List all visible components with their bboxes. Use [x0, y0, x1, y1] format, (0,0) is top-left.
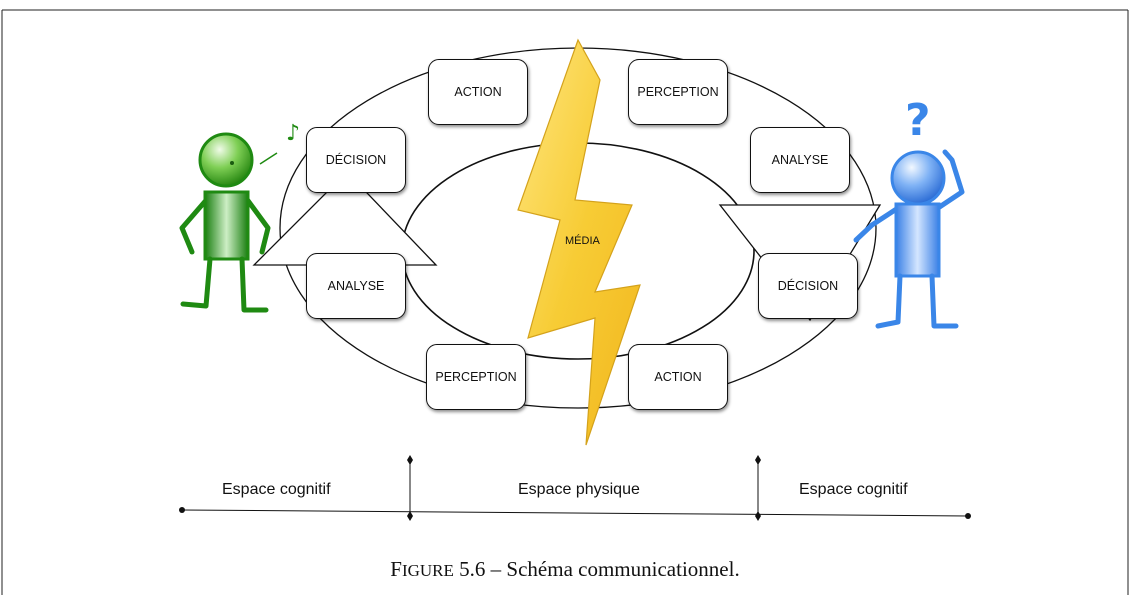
decision-right-label: DÉCISION — [777, 279, 839, 293]
decision-left-label: DÉCISION — [325, 153, 387, 167]
receiver-figure-icon — [853, 149, 965, 329]
perception-top-box: PERCEPTION — [628, 59, 728, 125]
action-bottom-box: ACTION — [628, 344, 728, 410]
analyse-right-box: ANALYSE — [750, 127, 850, 193]
analyse-left-label: ANALYSE — [327, 279, 385, 293]
cognitive-space-left-label: Espace cognitif — [222, 481, 331, 498]
figure-caption: FIGURE 5.6 – Schéma communicationnel. — [0, 557, 1130, 582]
analyse-right-label: ANALYSE — [771, 153, 829, 167]
perception-bottom-box: PERCEPTION — [426, 344, 526, 410]
space-timeline — [179, 455, 971, 521]
analyse-left-box: ANALYSE — [306, 253, 406, 319]
question-mark-icon: ? — [905, 95, 931, 146]
action-bottom-label: ACTION — [654, 370, 702, 384]
action-top-label: ACTION — [454, 85, 502, 99]
cognitive-space-right-label: Espace cognitif — [799, 481, 908, 498]
perception-top-label: PERCEPTION — [637, 85, 719, 99]
sender-figure-icon — [179, 132, 278, 313]
caption-text: 5.6 – Schéma communicationnel. — [453, 557, 740, 581]
caption-figure-initial: F — [390, 557, 402, 581]
decision-right-box: DÉCISION — [758, 253, 858, 319]
decision-left-box: DÉCISION — [306, 127, 406, 193]
action-top-box: ACTION — [428, 59, 528, 125]
lightning-bolt-icon — [517, 38, 641, 446]
caption-figure-rest: IGURE — [401, 561, 454, 580]
physical-space-label: Espace physique — [518, 481, 640, 498]
perception-bottom-label: PERCEPTION — [435, 370, 517, 384]
music-note-icon: ♪ — [286, 121, 300, 146]
media-label: MÉDIA — [565, 235, 600, 247]
